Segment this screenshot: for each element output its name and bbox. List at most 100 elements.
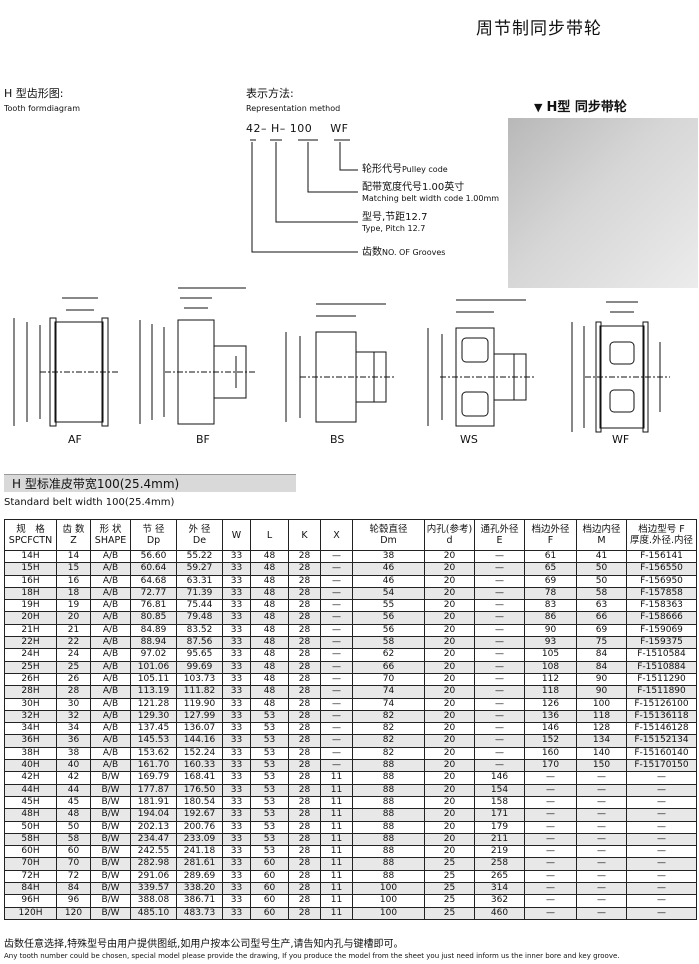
drawing-wf (571, 301, 670, 433)
table-cell: 88 (352, 759, 425, 773)
table-cell: 11 (320, 808, 353, 822)
table-cell: 28 (288, 894, 321, 908)
table-cell: 86 (524, 611, 577, 625)
code-width: 100 (289, 122, 313, 135)
legend-pulley-en: Pulley code (402, 165, 448, 174)
table-cell: 24H (4, 648, 57, 662)
table-cell: 11 (320, 882, 353, 896)
table-cell: 54 (352, 586, 425, 601)
column-header-cn: L (266, 529, 273, 541)
table-cell: 20 (424, 599, 475, 613)
triangle-down-icon: ▼ (534, 101, 543, 114)
table-cell: F-15136118 (626, 709, 697, 724)
table-cell: — (524, 869, 577, 884)
table-cell: 48 (250, 648, 289, 662)
table-cell: B/W (90, 783, 131, 797)
table-cell: — (474, 734, 525, 748)
table-cell: A/B (90, 599, 131, 613)
table-cell: 28 (288, 795, 321, 810)
table-cell: 169.79 (130, 771, 177, 785)
column-header-en: Dp (146, 535, 161, 546)
table-cell: A/B (90, 549, 131, 564)
footer-note-cn: 齿数任意选择,特殊型号由用户提供图纸,如用户按本公司型号生产,请告知内孔与键槽即… (4, 939, 404, 950)
table-cell: — (524, 882, 577, 896)
table-cell: 48 (250, 599, 289, 613)
table-cell: F-15170150 (626, 759, 697, 773)
table-cell: 20 (424, 709, 475, 724)
table-cell: — (576, 808, 627, 822)
product-title-text: H型 同步带轮 (546, 100, 627, 115)
table-cell: A/B (90, 672, 131, 687)
table-cell: 314 (474, 882, 525, 896)
table-cell: 53 (250, 734, 289, 748)
table-cell: 20 (424, 783, 475, 797)
column-header-cn: 齿 数 (62, 524, 85, 535)
table-cell: 289.69 (176, 869, 223, 884)
table-cell: 28 (288, 672, 321, 687)
table-cell: 25H (4, 660, 57, 674)
table-cell: 33 (222, 746, 251, 761)
table-cell: — (524, 820, 577, 834)
table-cell: 18H (4, 586, 57, 601)
table-cell: — (524, 857, 577, 871)
table-cell: F-156950 (626, 574, 697, 588)
column-header-cn: 形 状 (99, 524, 122, 535)
table-cell: 33 (222, 709, 251, 724)
table-cell: — (524, 845, 577, 859)
table-cell: — (474, 672, 525, 687)
code-pulley: WF (330, 122, 349, 135)
table-cell: 20 (424, 722, 475, 736)
table-cell: B/W (90, 894, 131, 908)
table-cell: — (626, 783, 697, 797)
table-cell: F-1511290 (626, 672, 697, 687)
table-cell: — (576, 771, 627, 785)
table-cell: F-158666 (626, 611, 697, 625)
table-cell: 33 (222, 697, 251, 711)
table-cell: 95.65 (176, 648, 223, 662)
table-cell: 24 (56, 648, 91, 662)
table-cell: 36 (56, 734, 91, 748)
legend-type-cn: 型号,节距12.7 (362, 212, 428, 223)
table-cell: F-1510584 (626, 648, 697, 662)
table-cell: 48 (250, 672, 289, 687)
table-cell: 118 (524, 685, 577, 699)
product-title: ▼H型 同步带轮 (534, 96, 627, 115)
table-cell: 105.11 (130, 672, 177, 687)
table-cell: — (320, 562, 353, 576)
table-cell: 11 (320, 906, 353, 920)
table-cell: 40H (4, 759, 57, 773)
table-cell: 72 (56, 869, 91, 884)
table-cell: 42 (56, 771, 91, 785)
table-cell: A/B (90, 562, 131, 576)
table-cell: — (576, 820, 627, 834)
tooth-form-label-en: Tooth formdiagram (4, 104, 80, 113)
table-cell: — (474, 611, 525, 625)
table-cell: — (320, 722, 353, 736)
table-cell: 26 (56, 672, 91, 687)
table-cell: 100 (352, 882, 425, 896)
table-cell: 28 (288, 660, 321, 674)
table-cell: F-156141 (626, 549, 697, 564)
table-cell: 25 (424, 857, 475, 871)
table-cell: 33 (222, 771, 251, 785)
table-cell: 28 (288, 832, 321, 847)
table-cell: — (320, 574, 353, 588)
table-cell: 56 (352, 623, 425, 638)
table-cell: 72H (4, 869, 57, 884)
table-cell: 33 (222, 820, 251, 834)
table-cell: 168.41 (176, 771, 223, 785)
table-cell: 11 (320, 894, 353, 908)
table-cell: 20 (424, 685, 475, 699)
table-cell: 144.16 (176, 734, 223, 748)
table-cell: A/B (90, 660, 131, 674)
table-cell: 11 (320, 857, 353, 871)
table-cell: 48 (56, 808, 91, 822)
table-cell: — (524, 832, 577, 847)
table-cell: 200.76 (176, 820, 223, 834)
